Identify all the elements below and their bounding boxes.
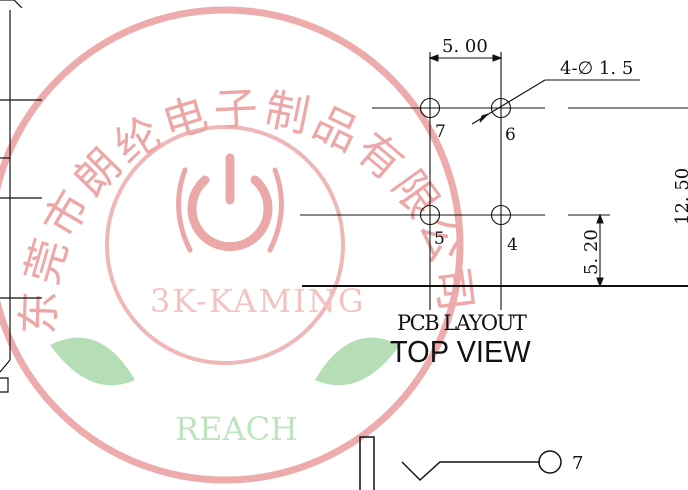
leaf-left-icon [50, 337, 135, 386]
watermark-inner-ring [105, 125, 345, 365]
pin-label-6: 6 [505, 125, 516, 145]
schematic-symbol [359, 436, 562, 490]
top-view-label: TOP VIEW [390, 335, 531, 369]
pin-label-5: 5 [434, 229, 445, 249]
schematic-pin-label: 7 [572, 453, 583, 474]
dim-pitch-y-arrows [596, 213, 604, 288]
dim-hole-text: 4-∅ 1. 5 [560, 58, 633, 79]
leaf-right-icon [315, 337, 400, 386]
dim-pitch-y-text: 5. 20 [581, 229, 602, 275]
pcb-layout-label: PCB LAYOUT [397, 311, 527, 335]
pin-hole-7 [419, 97, 441, 119]
dim-pitch-x-text: 5. 00 [442, 36, 488, 57]
pin-label-7: 7 [435, 122, 446, 142]
left-outline-bottom [0, 359, 11, 373]
power-logo-icon [176, 153, 284, 253]
dim-height-text: 12. 50 [672, 168, 688, 225]
watermark-outer-ring [0, 6, 464, 484]
pcb-layout [300, 52, 688, 310]
pin-hole-5 [419, 204, 441, 226]
pin-terminal-7 [538, 450, 562, 474]
watermark-cert: REACH [175, 410, 298, 448]
pin-hole-6 [490, 97, 512, 119]
left-side-view [0, 0, 42, 393]
watermark: 3K-KAMING REACH 东莞市朗纶电子制品有限公司 [0, 6, 478, 484]
pin-hole-4 [490, 204, 512, 226]
hole-leader-arrow [479, 113, 489, 123]
watermark-brand: 3K-KAMING [150, 282, 365, 320]
left-outline-corner [13, 0, 23, 9]
jack-body [359, 436, 375, 490]
left-foot [0, 377, 9, 393]
jack-contact-line [401, 461, 540, 482]
dim-pitch-x-arrows [428, 54, 503, 62]
pin-label-4: 4 [507, 235, 518, 255]
